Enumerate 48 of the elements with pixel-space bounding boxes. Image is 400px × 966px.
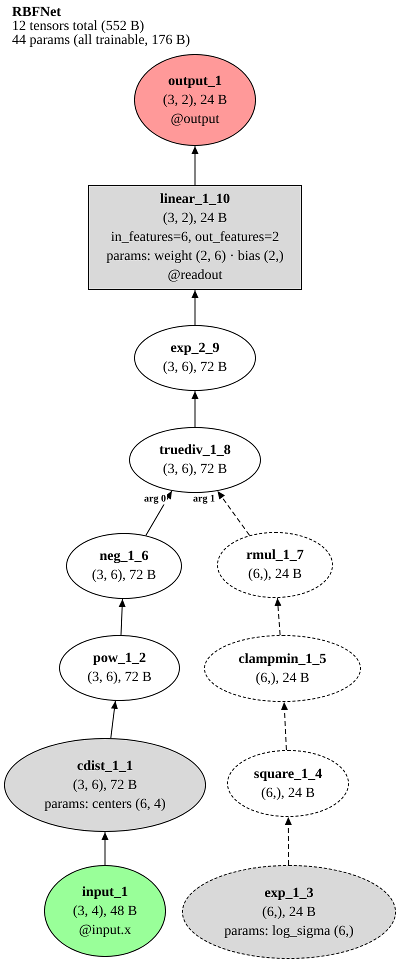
node-name: clampmin_1_5 <box>238 650 326 668</box>
summary-text: 12 tensors total (552 B) <box>12 20 144 34</box>
node-detail-text: (6,), 24 B <box>248 566 302 584</box>
node-name: input_1 <box>82 884 128 902</box>
node-detail-text: (3, 6), 72 B <box>92 567 156 585</box>
summary-text: 44 params (all trainable, 176 B) <box>12 34 190 48</box>
layer-box <box>88 185 302 290</box>
node-detail-text: (3, 2), 24 B <box>162 210 228 228</box>
node-detail-text: (6,), 24 B <box>262 904 316 922</box>
node-detail-text: params: centers (6, 4) <box>44 796 166 814</box>
node-name: cdist_1_1 <box>77 758 133 776</box>
node-detail-text: @input.x <box>78 922 132 940</box>
arrow <box>145 490 172 536</box>
node-name: square_1_4 <box>254 766 322 784</box>
node-name: exp_1_3 <box>264 884 314 902</box>
edge-label: arg 1 <box>192 494 216 504</box>
node-name: output_1 <box>168 72 222 90</box>
arrow <box>284 816 292 866</box>
arrow <box>192 290 198 326</box>
node-name: linear_1_10 <box>160 191 230 209</box>
node-detail-text: (3, 4), 48 B <box>72 902 138 920</box>
arrow <box>217 490 250 536</box>
node-name: exp_2_9 <box>170 340 220 358</box>
node-detail-text: (6,), 24 B <box>256 670 310 688</box>
node-name: truediv_1_8 <box>159 442 231 460</box>
node-name: neg_1_6 <box>100 548 148 566</box>
node-detail-text: (3, 6), 72 B <box>87 669 152 687</box>
node-detail-text: (3, 6), 72 B <box>162 461 228 479</box>
arrow <box>110 700 118 739</box>
arrow <box>102 832 108 866</box>
node-detail-text: (3, 6), 72 B <box>72 776 138 794</box>
node-detail-text: (3, 6), 72 B <box>162 359 228 377</box>
node-detail-text: params: weight (2, 6) · bias (2,) <box>106 248 284 266</box>
diagram-title: RBFNet <box>12 6 61 20</box>
arrow <box>192 390 198 428</box>
node-detail-text: params: log_sigma (6,) <box>224 922 354 940</box>
node-detail-text: in_features=6, out_features=2 <box>110 229 280 247</box>
node-detail-text: (6,), 24 B <box>261 784 315 802</box>
node-detail-text: @output <box>170 110 220 128</box>
node-detail-text: @readout <box>168 267 222 285</box>
arrow <box>192 146 198 186</box>
edge-label: arg 0 <box>143 494 167 504</box>
node-name: rmul_1_7 <box>246 547 304 565</box>
arrow <box>280 702 288 750</box>
node-detail-text: (3, 2), 24 B <box>162 92 228 110</box>
arrow <box>274 598 282 636</box>
arrow <box>118 598 126 636</box>
node-name: pow_1_2 <box>93 650 146 668</box>
